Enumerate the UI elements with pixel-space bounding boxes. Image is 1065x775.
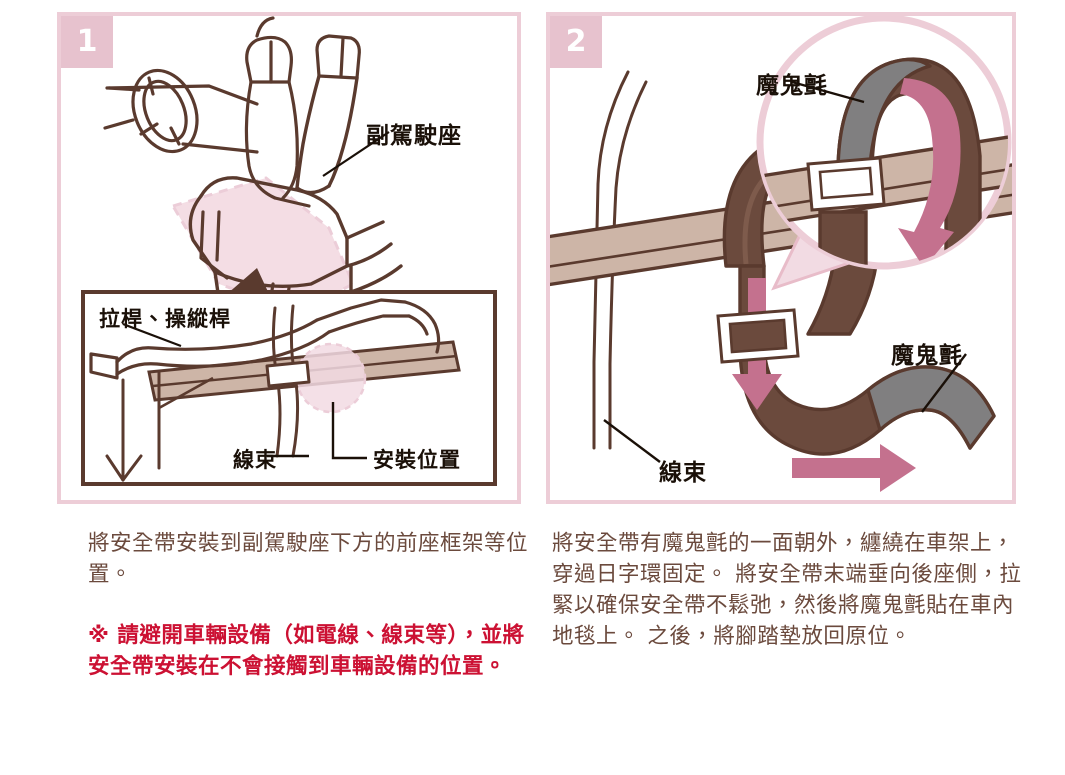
- label-velcro-top: 魔鬼氈: [756, 73, 828, 99]
- label-lever-control-rod: 拉桿、操縱桿: [99, 307, 231, 331]
- label-passenger-seat: 副駕駛座: [366, 123, 462, 149]
- lever-leader-line: [122, 322, 182, 348]
- label-install-position: 安裝位置: [373, 448, 461, 472]
- detail-inset-box: [81, 290, 497, 486]
- ladder-buckle: [716, 308, 800, 364]
- step-2-caption-text: 將安全帶有魔鬼氈的一面朝外，纏繞在車架上，穿過日字環固定。 將安全帶末端垂向後座…: [552, 531, 1022, 649]
- lever-control-rod-shape: [89, 298, 441, 380]
- passenger-seat-headrest: [315, 34, 361, 80]
- step-1-panel: 1: [57, 12, 521, 504]
- magnifier-callout: [756, 16, 1012, 291]
- velcro-top-leader-line: [791, 80, 865, 104]
- step-1-caption-text: 將安全帶安裝到副駕駛座下方的前座框架等位置。: [88, 531, 529, 587]
- label-wire-harness-2: 線束: [659, 460, 707, 486]
- step-2-illustration: [550, 16, 1012, 492]
- step-2-caption: 將安全帶有魔鬼氈的一面朝外，纏繞在車架上，穿過日字環固定。 將安全帶末端垂向後座…: [552, 528, 1022, 652]
- dashboard-line: [105, 84, 259, 154]
- step-badge-2: 2: [550, 16, 602, 68]
- install-position-highlight: [295, 342, 367, 414]
- velcro-patch-magnified: [836, 57, 932, 176]
- passenger-seat-leader-line: [322, 131, 390, 177]
- rotation-arrow: [898, 78, 961, 266]
- wire-harness-shape: [265, 304, 311, 458]
- install-position-leader-line: [331, 402, 367, 460]
- step-1-caption: 將安全帶安裝到副駕駛座下方的前座框架等位置。: [88, 528, 538, 590]
- step-1-warning-text: ※ 請避開車輛設備（如電線、線束等），並將安全帶安裝在不會接觸到車輛設備的位置。: [88, 623, 525, 679]
- direction-arrow-right: [792, 444, 916, 492]
- frame-left-member: [105, 370, 161, 482]
- step-1-illustration: [81, 16, 497, 486]
- label-velcro-right: 魔鬼氈: [891, 343, 963, 369]
- step-badge-1: 1: [61, 16, 113, 68]
- label-wire-harness: 線束: [233, 448, 277, 472]
- step-2-panel: 2: [546, 12, 1016, 504]
- velcro-right-leader-line: [921, 353, 967, 413]
- step-1-warning: ※ 請避開車輛設備（如電線、線束等），並將安全帶安裝在不會接觸到車輛設備的位置。: [88, 620, 543, 682]
- lever-leader-line-2: [158, 376, 214, 410]
- velcro-patch-main: [866, 365, 996, 450]
- wire-harness-leader-line: [603, 419, 661, 463]
